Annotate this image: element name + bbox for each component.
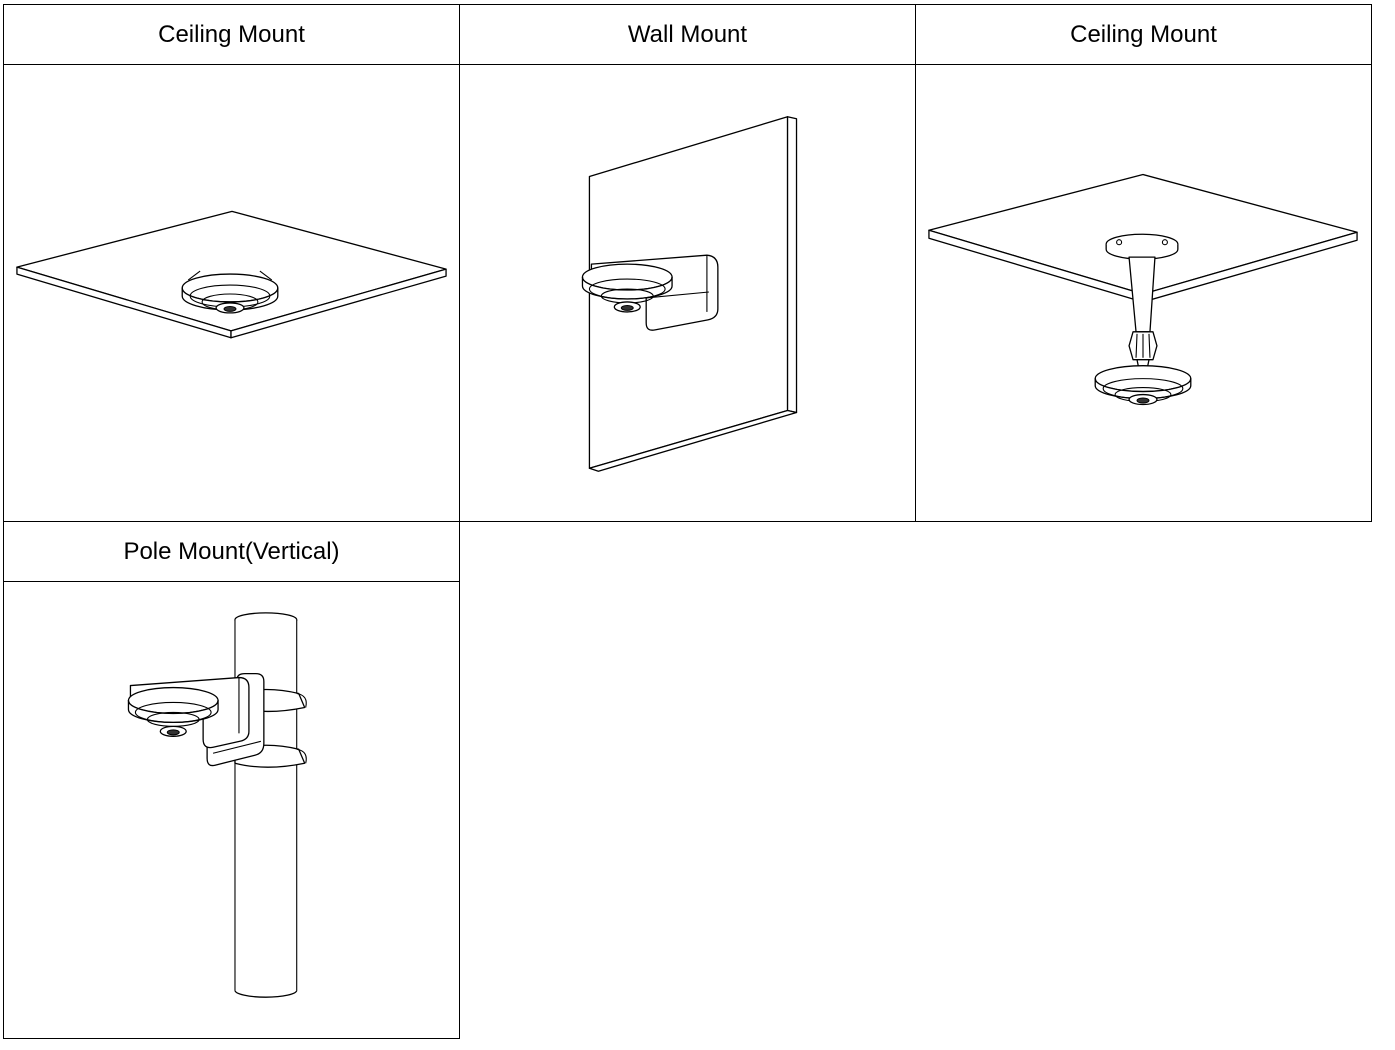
mount-title: Ceiling Mount (916, 5, 1371, 65)
mount-title: Pole Mount(Vertical) (4, 522, 459, 582)
mount-title: Wall Mount (460, 5, 915, 65)
ceiling-mount-illustration (4, 65, 459, 521)
mount-cell-wall: Wall Mount (459, 4, 916, 522)
mount-cell-ceiling-1: Ceiling Mount (3, 4, 460, 522)
wall-mount-illustration (460, 65, 915, 521)
pendant-mount-illustration (916, 65, 1371, 521)
wall-mount-drawing (460, 65, 915, 521)
pendant-mount-drawing (916, 65, 1371, 521)
mount-cell-pole: Pole Mount(Vertical) (3, 521, 460, 1039)
mount-cell-ceiling-2: Ceiling Mount (915, 4, 1372, 522)
pole-mount-illustration (4, 582, 459, 1038)
pole-mount-drawing (4, 582, 459, 1038)
ceiling-mount-drawing (4, 65, 459, 521)
mount-title: Ceiling Mount (4, 5, 459, 65)
